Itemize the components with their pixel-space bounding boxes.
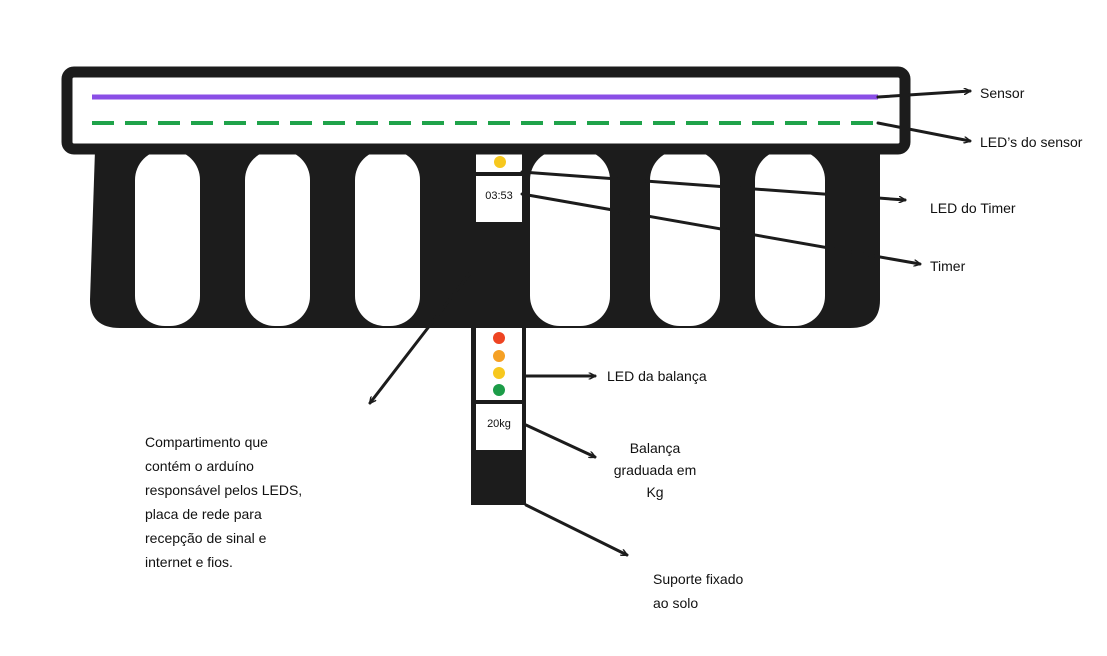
arrow-support [524, 503, 627, 557]
label-support-line: Suporte fixado [653, 571, 744, 587]
comb-slot [135, 150, 200, 326]
label-sensor-leds: LED’s do sensor [980, 134, 1083, 150]
label-compartment: Compartimento que contém o arduíno respo… [145, 430, 302, 574]
label-support: Suporte fixado ao solo [653, 567, 743, 615]
label-compartment-line: responsável pelos LEDS, [145, 482, 303, 498]
label-compartment-line: internet e fios. [145, 554, 233, 570]
label-scale-line: graduada em [613, 462, 697, 478]
label-scale: Balança graduada em Kg [585, 437, 725, 503]
comb-slot [355, 150, 420, 326]
comb-slot [245, 150, 310, 326]
scale-led-green [493, 384, 505, 396]
weight-display [476, 404, 522, 450]
label-sensor: Sensor [980, 85, 1025, 101]
label-timer: Timer [930, 258, 966, 274]
label-compartment-line: Compartimento que [145, 434, 268, 450]
scale-led-red [493, 332, 505, 344]
weight-display-value: 20kg [487, 418, 511, 430]
scale-led-orange [493, 350, 505, 362]
arrow-scale [524, 423, 595, 459]
label-scale-line: Balança [629, 440, 681, 456]
timer-display [476, 176, 522, 222]
label-compartment-line: contém o arduíno [145, 458, 254, 474]
label-support-line: ao solo [653, 595, 699, 611]
timer-display-value: 03:53 [485, 190, 513, 202]
arrow-timer [520, 192, 922, 264]
label-scale-line: Kg [646, 484, 664, 500]
sensor-bar [61, 66, 911, 155]
label-timer-led: LED do Timer [930, 200, 1016, 216]
label-compartment-line: placa de rede para [145, 506, 262, 522]
arrow-sensor-leds [876, 121, 972, 141]
label-compartment-line: recepção de sinal e [145, 530, 267, 546]
comb-slot [650, 150, 720, 326]
comb-slot [530, 150, 610, 326]
arrow-sensor [876, 91, 972, 99]
timer-led [494, 156, 506, 168]
arrow-compartment [368, 270, 473, 403]
label-scale-led: LED da balança [607, 368, 707, 384]
central-pole [471, 148, 526, 505]
sensor-frame [61, 66, 911, 155]
arrow-timer-led [520, 170, 907, 200]
scale-led-yellow [493, 367, 505, 379]
